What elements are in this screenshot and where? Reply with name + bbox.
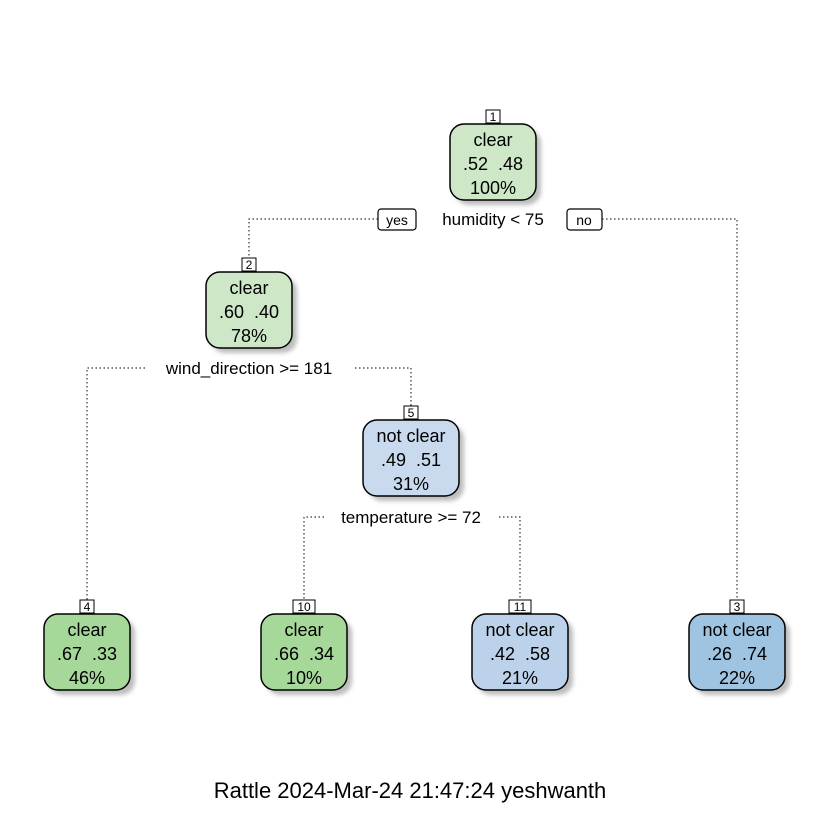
tree-node-5: 5 not clear .49 .51 31% — [362, 405, 464, 501]
node-box — [362, 419, 460, 497]
node-number-box — [485, 109, 501, 124]
node-probs: .67 .33 — [57, 644, 117, 664]
split-label-temperature: temperature >= 72 — [341, 508, 481, 527]
node-box — [471, 613, 569, 691]
node-percent: 10% — [286, 668, 322, 688]
node-number-box — [403, 405, 419, 420]
edge-2-4 — [86, 367, 145, 600]
node-number-box — [729, 599, 745, 614]
node-number: 5 — [408, 406, 415, 420]
node-number: 4 — [84, 600, 91, 614]
edge-5-11 — [499, 516, 521, 600]
yes-tag-box — [377, 208, 417, 231]
tree-node-3: 3 not clear .26 .74 22% — [688, 599, 790, 695]
node-number-box — [508, 599, 532, 614]
node-box — [260, 613, 348, 691]
tree-edges — [86, 218, 738, 600]
node-box — [205, 271, 293, 349]
node-probs: .26 .74 — [707, 644, 767, 664]
split-labels: yes humidity < 75 no wind_direction >= 1… — [165, 208, 603, 527]
node-number-box — [79, 599, 95, 614]
caption: Rattle 2024-Mar-24 21:47:24 yeshwanth — [214, 778, 607, 803]
tree-node-11: 11 not clear .42 .58 21% — [471, 599, 573, 695]
node-percent: 22% — [719, 668, 755, 688]
no-tag: no — [576, 212, 592, 228]
node-percent: 78% — [231, 326, 267, 346]
node-box — [43, 613, 131, 691]
node-class: clear — [473, 130, 512, 150]
node-probs: .60 .40 — [219, 302, 279, 322]
node-box — [449, 123, 537, 201]
node-percent: 21% — [502, 668, 538, 688]
node-number: 1 — [490, 110, 497, 124]
node-class: not clear — [485, 620, 554, 640]
node-number: 10 — [297, 600, 311, 614]
no-tag-box — [566, 208, 603, 231]
node-probs: .66 .34 — [274, 644, 334, 664]
node-number: 11 — [514, 600, 527, 614]
node-class: not clear — [376, 426, 445, 446]
edge-1-3 — [602, 218, 738, 600]
node-number-box — [292, 599, 316, 614]
edge-1-2 — [248, 218, 378, 260]
tree-nodes: 1 clear .52 .48 100% 2 clear .60 .40 78% 5 not cl… — [43, 109, 790, 695]
node-class: clear — [284, 620, 323, 640]
yes-tag: yes — [386, 212, 408, 228]
tree-node-1: 1 clear .52 .48 100% — [449, 109, 541, 205]
node-probs: .52 .48 — [463, 154, 523, 174]
node-box — [688, 613, 786, 691]
tree-node-4: 4 clear .67 .33 46% — [43, 599, 135, 695]
node-number-box — [241, 257, 257, 272]
node-class: clear — [229, 278, 268, 298]
node-class: clear — [67, 620, 106, 640]
node-class: not clear — [702, 620, 771, 640]
node-percent: 100% — [470, 178, 516, 198]
node-probs: .42 .58 — [490, 644, 550, 664]
edge-5-10 — [303, 516, 324, 600]
node-number: 3 — [734, 600, 741, 614]
node-number: 2 — [246, 258, 253, 272]
split-label-wind-direction: wind_direction >= 181 — [165, 359, 332, 378]
edge-2-5 — [355, 367, 412, 406]
node-probs: .49 .51 — [381, 450, 441, 470]
tree-node-10: 10 clear .66 .34 10% — [260, 599, 352, 695]
tree-node-2: 2 clear .60 .40 78% — [205, 257, 297, 353]
node-percent: 46% — [69, 668, 105, 688]
split-label-humidity: humidity < 75 — [442, 210, 544, 229]
node-percent: 31% — [393, 474, 429, 494]
